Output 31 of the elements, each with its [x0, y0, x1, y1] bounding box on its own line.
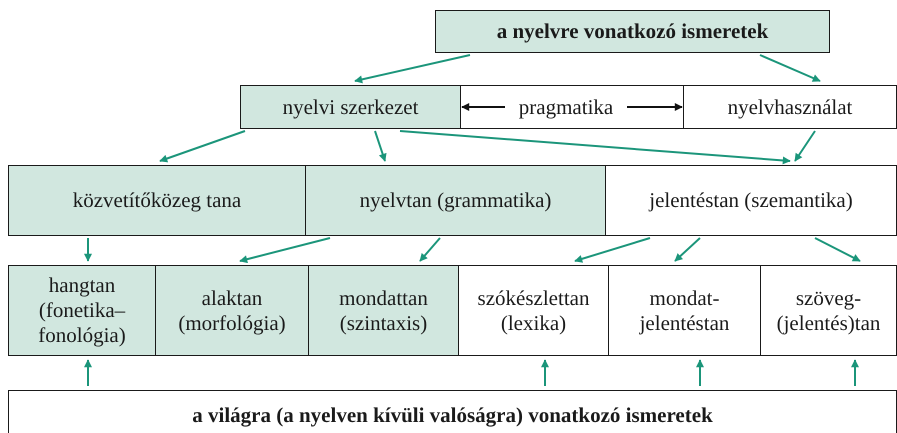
arrow [574, 237, 650, 263]
category-box: közvetítőközeg tana [8, 165, 306, 236]
category-box: szókészlettan (lexika) [458, 265, 609, 356]
arrow [696, 359, 704, 386]
arrow [461, 103, 505, 111]
arrow [814, 237, 861, 262]
arrow [239, 237, 330, 264]
category-box: jelentéstan (szemantika) [605, 165, 897, 236]
category-box: nyelvhasználat [683, 85, 897, 129]
category-box: a nyelvre vonatkozó ismeretek [435, 10, 830, 53]
arrow [84, 238, 92, 262]
arrow [354, 54, 470, 84]
arrow [159, 130, 246, 162]
category-box: mondattan (szintaxis) [308, 265, 459, 356]
category-box: alaktan (morfológia) [155, 265, 309, 356]
arrow [84, 359, 92, 386]
category-box: hangtan (fonetika–fonológia) [8, 265, 156, 356]
arrow [627, 103, 683, 111]
category-box: a világra (a nyelven kívüli valóságra) vonatkozó ismeretek [8, 390, 897, 433]
category-box: szöveg-(jelentés)tan [760, 265, 897, 356]
arrow [760, 54, 821, 82]
arrow [374, 130, 387, 162]
category-box: nyelvi szerkezet [240, 85, 461, 129]
arrow [851, 359, 859, 386]
category-box: mondat-jelentéstan [608, 265, 761, 356]
category-box: nyelvtan (grammatika) [305, 165, 606, 236]
arrow [674, 237, 701, 262]
arrow [794, 130, 816, 162]
arrow [541, 359, 549, 386]
arrow [419, 237, 441, 262]
arrow [400, 130, 791, 164]
